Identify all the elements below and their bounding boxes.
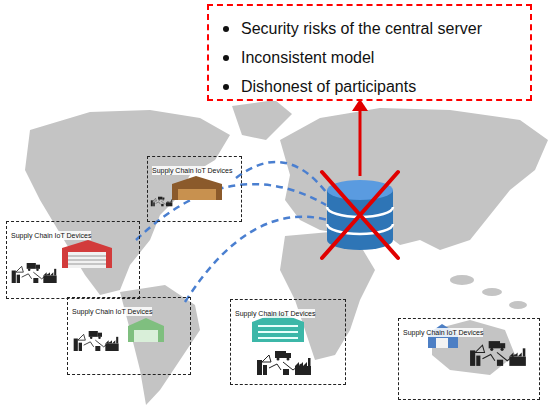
bullet-item: Security risks of the central server: [221, 14, 520, 43]
device-icon: [257, 351, 311, 375]
issue-text: Inconsistent model: [241, 49, 374, 66]
continents: [25, 100, 548, 405]
device-icon: [12, 263, 57, 283]
device-icon: [151, 197, 173, 207]
dashed-link: [185, 217, 328, 302]
iot-region-box: Supply Chain IoT Devices: [230, 299, 346, 385]
region-label: Supply Chain IoT Devices: [403, 328, 483, 337]
data-links: [136, 162, 328, 302]
island: [509, 301, 527, 309]
bullet-dot: [223, 84, 229, 90]
greenland: [232, 100, 292, 140]
island: [482, 288, 502, 296]
region-label: Supply Chain IoT Devices: [11, 231, 91, 240]
dashed-link: [136, 184, 326, 240]
warehouse-brown: [172, 176, 222, 200]
device-icon: [74, 331, 119, 351]
eurasia: [280, 108, 548, 250]
bullet-dot: [223, 26, 229, 32]
warehouse-green: [128, 318, 164, 342]
bullet-item: Dishonest of participants: [221, 72, 520, 101]
region-label: Supply Chain IoT Devices: [235, 309, 315, 318]
warehouse-red: [62, 240, 112, 268]
database-band: [327, 207, 393, 234]
issue-text: Security risks of the central server: [241, 20, 482, 37]
south-america: [120, 285, 200, 405]
north-america: [25, 110, 230, 295]
island: [450, 275, 474, 285]
iot-region-box: Supply Chain IoT Devices: [398, 318, 540, 400]
device-icon: [470, 341, 526, 366]
red-cross: [322, 172, 398, 258]
central-server: [322, 172, 398, 258]
red-arrow: [352, 99, 368, 176]
arrow-shaft: [359, 110, 362, 176]
region-label: Supply Chain IoT Devices: [152, 166, 232, 175]
device-icons: [12, 197, 526, 375]
bullet-item: Inconsistent model: [221, 43, 520, 72]
issue-text: Dishonest of participants: [241, 78, 416, 95]
iot-region-box: Supply Chain IoT Devices: [147, 156, 242, 222]
iot-region-box: Supply Chain IoT Devices: [6, 221, 140, 299]
region-label: Supply Chain IoT Devices: [72, 307, 152, 316]
iot-region-box: Supply Chain IoT Devices: [67, 297, 191, 375]
bullet-dot: [223, 55, 229, 61]
issues-box: Security risks of the central serverInco…: [207, 4, 532, 101]
